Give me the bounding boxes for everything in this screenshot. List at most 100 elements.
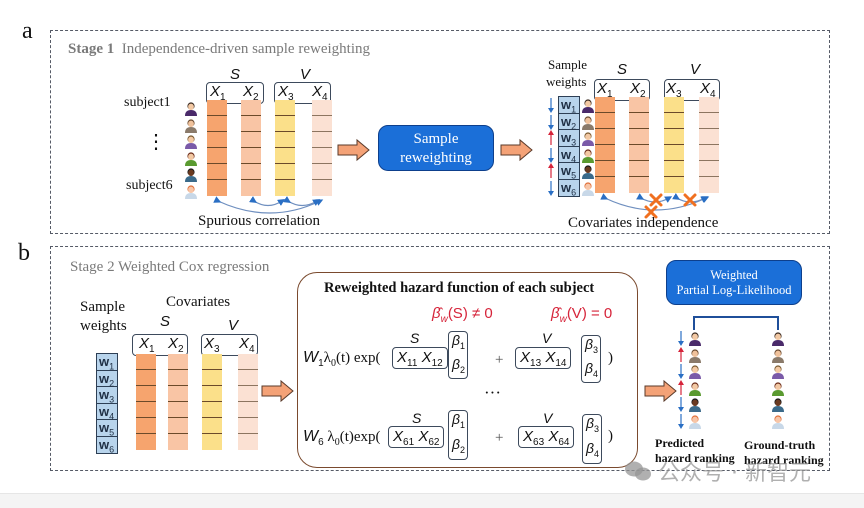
weight-cell: w1	[559, 97, 579, 115]
person-avatar-icon	[581, 163, 595, 179]
spurious-correlation-caption: Spurious correlation	[198, 213, 321, 229]
row1-v-label: V	[542, 330, 552, 346]
person-avatar-icon	[688, 347, 702, 363]
arc-x2-x3	[249, 196, 286, 207]
person-avatar-icon	[771, 380, 785, 396]
column-header-x4: X4	[700, 80, 716, 100]
arrow-up-icon	[548, 163, 554, 178]
cross-icon	[649, 193, 663, 207]
flow-arrow-icon	[261, 379, 294, 403]
flow-arrow-icon	[644, 379, 677, 403]
ground-truth-line2: hazard ranking	[744, 453, 824, 467]
subject-ellipsis: ⋮	[146, 131, 166, 153]
column-header-x4: X4	[239, 335, 255, 355]
weight-cell: w2	[559, 114, 579, 131]
panel-b-letter: b	[18, 240, 30, 266]
panel-a	[50, 30, 830, 234]
arrow-down-icon	[678, 364, 684, 379]
row2-v-beta-vector: β3 β4	[582, 414, 602, 464]
person-avatar-icon	[771, 396, 785, 412]
person-avatar-icon	[688, 396, 702, 412]
weight-cell: w6	[561, 179, 577, 198]
person-avatar-icon	[184, 150, 198, 166]
weight-cell: w1	[97, 354, 117, 372]
group-box-s	[206, 82, 264, 104]
row2-s-beta-vector: β1 β2	[448, 410, 468, 460]
row1-s-label: S	[410, 330, 420, 346]
person-avatar-icon	[184, 100, 198, 116]
group-label-v: V	[690, 61, 701, 78]
person-avatar-icon	[184, 133, 198, 149]
group-box-s	[132, 334, 188, 356]
stage1-description: Independence-driven sample reweighting	[121, 41, 370, 57]
person-avatar-icon	[184, 117, 198, 133]
subject1-label: subject1	[124, 95, 171, 110]
watermark-text: 公众号 · 新智元	[658, 461, 811, 486]
row2-s-covariates: X61 X62	[388, 426, 445, 448]
person-avatar-icon	[771, 347, 785, 363]
person-avatar-icon	[688, 330, 702, 346]
arc-x3-x4	[283, 196, 321, 207]
column-header-x2: X2	[168, 335, 184, 355]
flow-arrow-icon	[337, 138, 370, 162]
row2-v-covariates: X63 X64	[518, 426, 575, 448]
sample-reweighting-box: Sample reweighting	[378, 125, 494, 171]
column-x4	[699, 97, 719, 193]
column-x1	[207, 100, 227, 196]
person-avatar-icon	[581, 97, 595, 113]
column-header-x1: X1	[139, 335, 155, 355]
row2-s-label: S	[412, 410, 422, 426]
weight-cell: w3	[97, 387, 117, 405]
group-label-s: S	[160, 313, 171, 330]
weight-cell: w3	[559, 130, 579, 148]
sample-weights-line2: weights	[546, 74, 587, 89]
covariates-label: Covariates	[166, 294, 231, 310]
column-x3	[202, 354, 222, 450]
sample-reweighting-line1: Sample	[413, 131, 459, 147]
cross-icon	[644, 205, 658, 219]
likelihood-line1: Weighted	[710, 268, 758, 282]
row1-s-covariates: X11 X12	[392, 347, 448, 369]
row2-close-paren: )	[608, 428, 613, 444]
column-x1	[595, 97, 615, 193]
column-header-x3: X3	[204, 335, 220, 355]
person-avatar-icon	[688, 380, 702, 396]
group-label-s: S	[617, 61, 628, 78]
arrow-down-icon	[548, 114, 554, 130]
group-box-v	[664, 79, 720, 101]
row2-v-label: V	[543, 410, 553, 426]
panel-a-letter: a	[22, 18, 33, 44]
sample-weights-label: Sample weights	[80, 298, 127, 336]
person-avatar-icon	[688, 413, 702, 429]
person-avatar-icon	[771, 363, 785, 379]
predicted-line1: Predicted	[655, 436, 705, 450]
stage2-title: Stage 2 Weighted Cox regression	[70, 259, 270, 275]
column-x2	[629, 97, 649, 193]
row1-plus: +	[495, 352, 504, 368]
bottom-strip	[0, 493, 864, 508]
weights-column: w1 w2 w3 w4 w5 w6	[558, 96, 580, 197]
predicted-line2: hazard ranking	[655, 451, 735, 465]
person-avatar-icon	[688, 363, 702, 379]
row1-v-beta-vector: β3 β4	[581, 335, 601, 383]
group-box-v	[274, 82, 331, 104]
arrow-down-icon	[678, 397, 684, 412]
partial-log-likelihood-box: Weighted Partial Log-Likelihood	[666, 260, 802, 305]
column-header-x1: X1	[210, 83, 226, 103]
person-avatar-icon	[184, 183, 198, 199]
person-avatar-icon	[771, 413, 785, 429]
arrow-down-icon	[678, 413, 684, 429]
column-header-x1: X1	[597, 80, 613, 100]
stage1-title: Stage 1 Independence-driven sample rewei…	[68, 41, 370, 58]
arrow-down-icon	[678, 331, 684, 346]
row2-prefix: W6 λ0(t)exp(	[303, 428, 381, 448]
weights-column: w1 w2 w3 w4 w5 w6	[96, 353, 118, 454]
row2-plus: +	[495, 430, 504, 446]
weight-cell: w4	[559, 147, 579, 164]
arrow-down-icon	[548, 147, 554, 163]
row1-prefix: W1λ0(t) exp(	[303, 349, 381, 369]
cross-icon	[683, 193, 697, 207]
